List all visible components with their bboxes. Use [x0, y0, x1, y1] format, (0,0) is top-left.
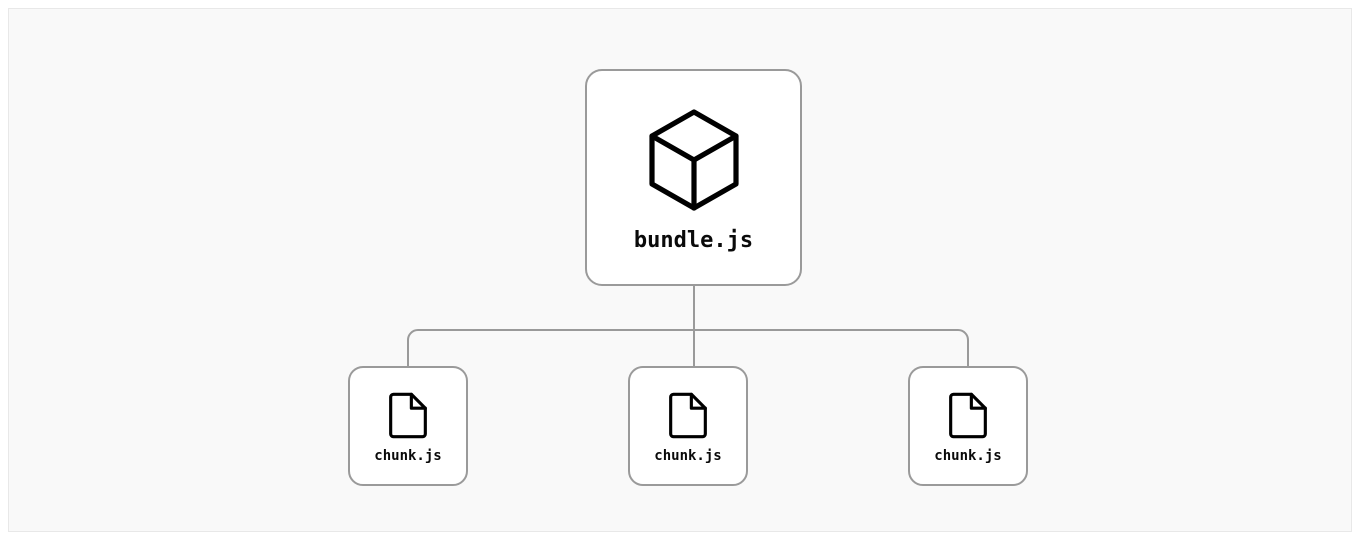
node-chunk-0[interactable]: chunk.js	[348, 366, 468, 486]
file-icon	[388, 391, 428, 439]
file-icon	[668, 391, 708, 439]
edge-root-to-chunk-2	[694, 329, 969, 366]
node-chunk-0-label: chunk.js	[374, 448, 442, 464]
node-chunk-1-label: chunk.js	[654, 448, 722, 464]
node-bundle[interactable]: bundle.js	[585, 69, 802, 286]
file-icon	[948, 391, 988, 439]
node-bundle-label: bundle.js	[633, 227, 754, 253]
node-chunk-2[interactable]: chunk.js	[908, 366, 1028, 486]
edge-root-to-chunk-0	[407, 329, 694, 366]
node-chunk-1[interactable]: chunk.js	[628, 366, 748, 486]
node-chunk-2-label: chunk.js	[934, 448, 1002, 464]
cube-icon	[646, 108, 742, 212]
